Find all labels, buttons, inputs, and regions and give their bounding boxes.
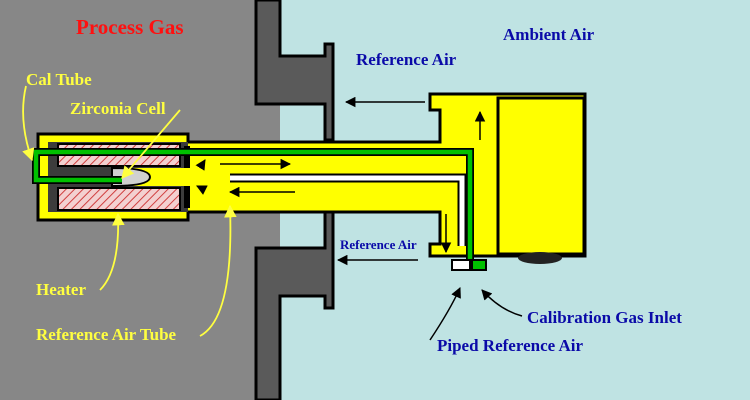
cell-support-bottom xyxy=(184,186,190,208)
leader-calibration-gas-inlet xyxy=(481,289,523,317)
calibration-gas-inlet-label: Calibration Gas Inlet xyxy=(527,308,682,327)
leader-lines xyxy=(22,85,237,337)
leader-cal-tube xyxy=(22,85,35,162)
reference-air-top-label: Reference Air xyxy=(356,50,457,69)
cal-tube-label: Cal Tube xyxy=(26,70,92,89)
leader-lines-right xyxy=(429,287,523,341)
cal-gas-fitting xyxy=(471,259,487,271)
reference-air-tube-label: Reference Air Tube xyxy=(36,325,177,344)
cal-tube xyxy=(33,149,473,262)
reference-air-bottom-label: Reference Air xyxy=(340,237,417,252)
ambient-air-label: Ambient Air xyxy=(503,25,595,44)
process-wall xyxy=(254,0,335,400)
heater-label: Heater xyxy=(36,280,86,299)
piped-reference-air-label: Piped Reference Air xyxy=(437,336,583,355)
leader-piped-reference-air xyxy=(429,287,461,341)
leader-reference-air-tube xyxy=(199,204,237,337)
electronics-housing-foot xyxy=(518,252,562,264)
heater-bottom xyxy=(57,187,181,211)
cell-support-top xyxy=(184,146,190,168)
process-gas-title: Process Gas xyxy=(76,15,184,39)
internal-flow-arrows xyxy=(195,110,486,254)
piped-air-fitting xyxy=(451,259,471,271)
zirconia-cell-label: Zirconia Cell xyxy=(70,99,166,118)
leader-zirconia-cell xyxy=(121,109,181,179)
leader-heater xyxy=(99,212,125,291)
reference-air-tube xyxy=(230,175,465,246)
